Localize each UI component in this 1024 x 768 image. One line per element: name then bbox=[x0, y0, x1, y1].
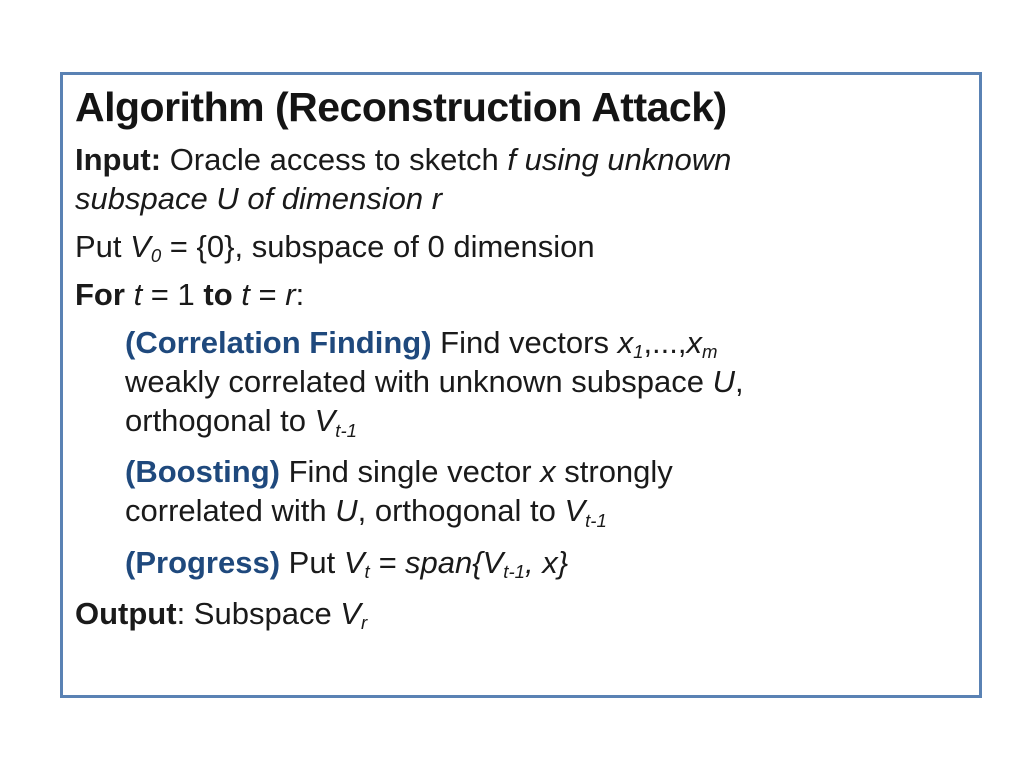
text-segment: Put bbox=[75, 229, 131, 265]
text-segment: weakly correlated with unknown subspace bbox=[125, 364, 713, 400]
text-segment: r bbox=[360, 611, 368, 633]
text-segment: , orthogonal to bbox=[357, 493, 565, 529]
text-segment: For bbox=[75, 277, 134, 313]
text-segment: , bbox=[734, 364, 744, 400]
progress-step: (Progress) Put Vt = span{Vt-1, x} bbox=[75, 543, 963, 582]
text-segment: subspace U of dimension r bbox=[75, 181, 443, 217]
text-segment: to bbox=[203, 277, 233, 313]
text-segment: 0 bbox=[150, 245, 162, 267]
text-segment: U bbox=[335, 493, 358, 529]
text-segment: (Progress) bbox=[125, 544, 289, 580]
text-segment: t bbox=[364, 560, 370, 582]
text-segment: t-1 bbox=[585, 509, 607, 531]
text-segment: : bbox=[295, 277, 305, 313]
for-line: For t = 1 to t = r: bbox=[75, 275, 963, 314]
text-segment: = bbox=[249, 277, 286, 313]
text-segment: t bbox=[133, 277, 143, 313]
text-segment bbox=[233, 277, 242, 312]
text-segment: m bbox=[702, 341, 718, 363]
text-segment: V bbox=[340, 595, 361, 631]
text-segment: x bbox=[686, 325, 703, 361]
text-segment: Output bbox=[75, 595, 177, 631]
text-segment: f using unknown bbox=[507, 142, 732, 178]
text-segment: strongly bbox=[555, 454, 673, 490]
text-segment: t-1 bbox=[335, 419, 357, 441]
text-segment: orthogonal to bbox=[125, 403, 315, 439]
text-segment: V bbox=[482, 544, 504, 580]
text-segment: V bbox=[130, 229, 151, 265]
text-segment: (Correlation Finding) bbox=[125, 325, 441, 361]
text-segment: U bbox=[712, 364, 735, 400]
text-segment: V bbox=[343, 544, 365, 580]
text-segment: x bbox=[617, 325, 634, 361]
text-segment: V bbox=[564, 493, 586, 529]
text-segment: ,..., bbox=[643, 325, 687, 361]
put-line: Put V0 = {0}, subspace of 0 dimension bbox=[75, 227, 963, 266]
text-segment: Find vectors bbox=[440, 325, 618, 361]
text-segment: Find single vector bbox=[288, 454, 541, 490]
text-segment: = span{ bbox=[369, 544, 483, 580]
slide-border-box: Algorithm (Reconstruction Attack) Input:… bbox=[60, 72, 982, 698]
text-segment: Oracle access to sketch bbox=[169, 142, 508, 178]
text-segment: t-1 bbox=[503, 560, 525, 582]
text-segment: : Subspace bbox=[176, 595, 341, 631]
text-segment: (Boosting) bbox=[125, 454, 289, 490]
text-segment: V bbox=[314, 403, 336, 439]
slide-title: Algorithm (Reconstruction Attack) bbox=[75, 84, 727, 130]
text-segment: correlated with bbox=[125, 493, 336, 529]
boosting-step: (Boosting) Find single vector x strongly… bbox=[75, 452, 963, 530]
output-line: Output: Subspace Vr bbox=[75, 594, 963, 633]
text-segment: 1 bbox=[633, 341, 644, 363]
text-segment: Input: bbox=[75, 142, 170, 178]
correlation-finding-step: (Correlation Finding) Find vectors x1,..… bbox=[75, 323, 963, 440]
text-segment: = 1 bbox=[142, 277, 204, 313]
text-segment: = {0}, subspace of 0 dimension bbox=[161, 229, 595, 265]
input-line: Input: Oracle access to sketch f using u… bbox=[75, 140, 963, 218]
text-segment: , x} bbox=[524, 544, 569, 580]
text-segment: x bbox=[540, 454, 556, 490]
text-segment: t bbox=[241, 277, 250, 313]
text-segment: Put bbox=[288, 544, 344, 580]
text-segment: r bbox=[285, 277, 296, 313]
